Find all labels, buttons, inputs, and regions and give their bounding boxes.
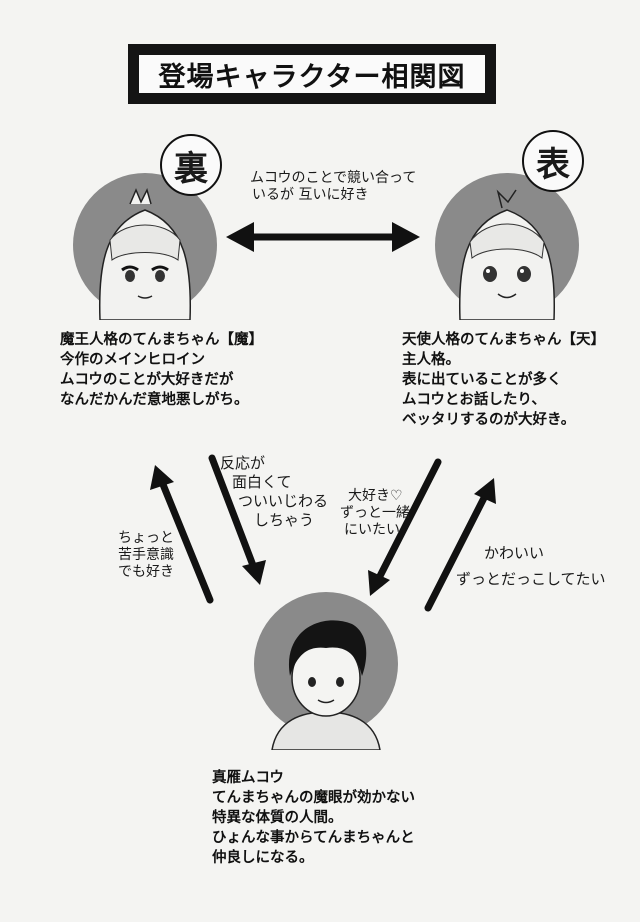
mukou-portrait xyxy=(252,590,400,750)
mukou-to-ura-label: ちょっと 苦手意識 でも好き xyxy=(96,530,174,581)
ura-description-line-3: ムコウのことが大好きだが xyxy=(60,372,234,388)
arrowhead-to-omote xyxy=(474,478,496,504)
arrowhead-right xyxy=(392,222,420,252)
omote-badge: 表 xyxy=(522,130,584,192)
ura-to-mukou-line-3: ついいじわる xyxy=(238,492,329,510)
omote-description-line-3: 表に出ていることが多く xyxy=(402,372,562,388)
omote-description: 天使人格のてんまちゃん【天】 主人格。 表に出ていることが多く ムコウとお話した… xyxy=(402,330,605,430)
mukou-description: 真雁ムコウ てんまちゃんの魔眼が効かない 特異な体質の人間。 ひょんな事からてん… xyxy=(212,768,415,868)
mukou-description-line-5: 仲良しになる。 xyxy=(212,850,314,866)
ura-description-line-1: 魔王人格のてんまちゃん【魔】 xyxy=(60,332,263,348)
mukou-to-ura-line-1: ちょっと xyxy=(118,530,174,546)
arrowhead-to-ura xyxy=(150,465,174,490)
omote-description-line-5: ベッタリするのが大好き。 xyxy=(402,412,576,428)
ura-description: 魔王人格のてんまちゃん【魔】 今作のメインヒロイン ムコウのことが大好きだが な… xyxy=(60,330,263,410)
mukou-description-line-3: 特異な体質の人間。 xyxy=(212,810,343,826)
mukou-to-ura-line-3: でも好き xyxy=(118,564,174,580)
ura-to-mukou-line-4: しちゃう xyxy=(254,511,315,529)
arrowhead-left xyxy=(226,222,254,252)
mukou-to-omote-line-2: ずっとだっこしてたい xyxy=(456,570,606,588)
ura-badge-label: 裏 xyxy=(174,148,208,189)
omote-to-mukou-line-2: ずっと一緒 xyxy=(340,505,410,521)
ura-to-mukou-line-1: 反応が xyxy=(220,454,266,472)
mukou-to-omote-label: かわいい ずっとだっこしてたい xyxy=(456,540,606,592)
ura-badge: 裏 xyxy=(160,134,222,196)
mukou-description-line-2: てんまちゃんの魔眼が効かない xyxy=(212,790,415,806)
mukou-to-omote-line-1: かわいい xyxy=(484,544,545,562)
ura-description-line-4: なんだかんだ意地悪しがち。 xyxy=(60,392,249,408)
omote-badge-label: 表 xyxy=(536,144,570,185)
mutual-relation-line-1: ムコウのことで競い合って xyxy=(250,170,417,186)
omote-to-mukou-line-1: 大好き♡ xyxy=(348,488,403,504)
mutual-relation-line-2: いるが 互いに好き xyxy=(252,187,369,203)
page-title: 登場キャラクター相関図 xyxy=(139,55,485,93)
omote-to-mukou-line-3: にいたい xyxy=(344,522,400,538)
omote-to-mukou-label: 大好き♡ ずっと一緒 にいたい xyxy=(340,488,410,539)
mukou-description-line-4: ひょんな事からてんまちゃんと xyxy=(212,830,415,846)
mukou-to-ura-line-2: 苦手意識 xyxy=(118,547,174,563)
mutual-relation-label: ムコウのことで競い合って いるが 互いに好き xyxy=(250,170,416,204)
mukou-description-line-1: 真雁ムコウ xyxy=(212,770,284,786)
arrowhead-to-mukou-left xyxy=(242,560,266,585)
ura-to-mukou-label: 反応が 面白くて ついいじわる しちゃう xyxy=(218,454,328,530)
ura-description-line-2: 今作のメインヒロイン xyxy=(60,352,205,368)
omote-description-line-1: 天使人格のてんまちゃん【天】 xyxy=(402,332,605,348)
ura-portrait xyxy=(70,170,220,320)
omote-description-line-2: 主人格。 xyxy=(402,352,460,368)
omote-portrait xyxy=(432,170,582,320)
ura-to-mukou-line-2: 面白くて xyxy=(232,473,292,491)
title-banner: 登場キャラクター相関図 xyxy=(128,44,496,104)
omote-description-line-4: ムコウとお話したり、 xyxy=(402,392,546,408)
